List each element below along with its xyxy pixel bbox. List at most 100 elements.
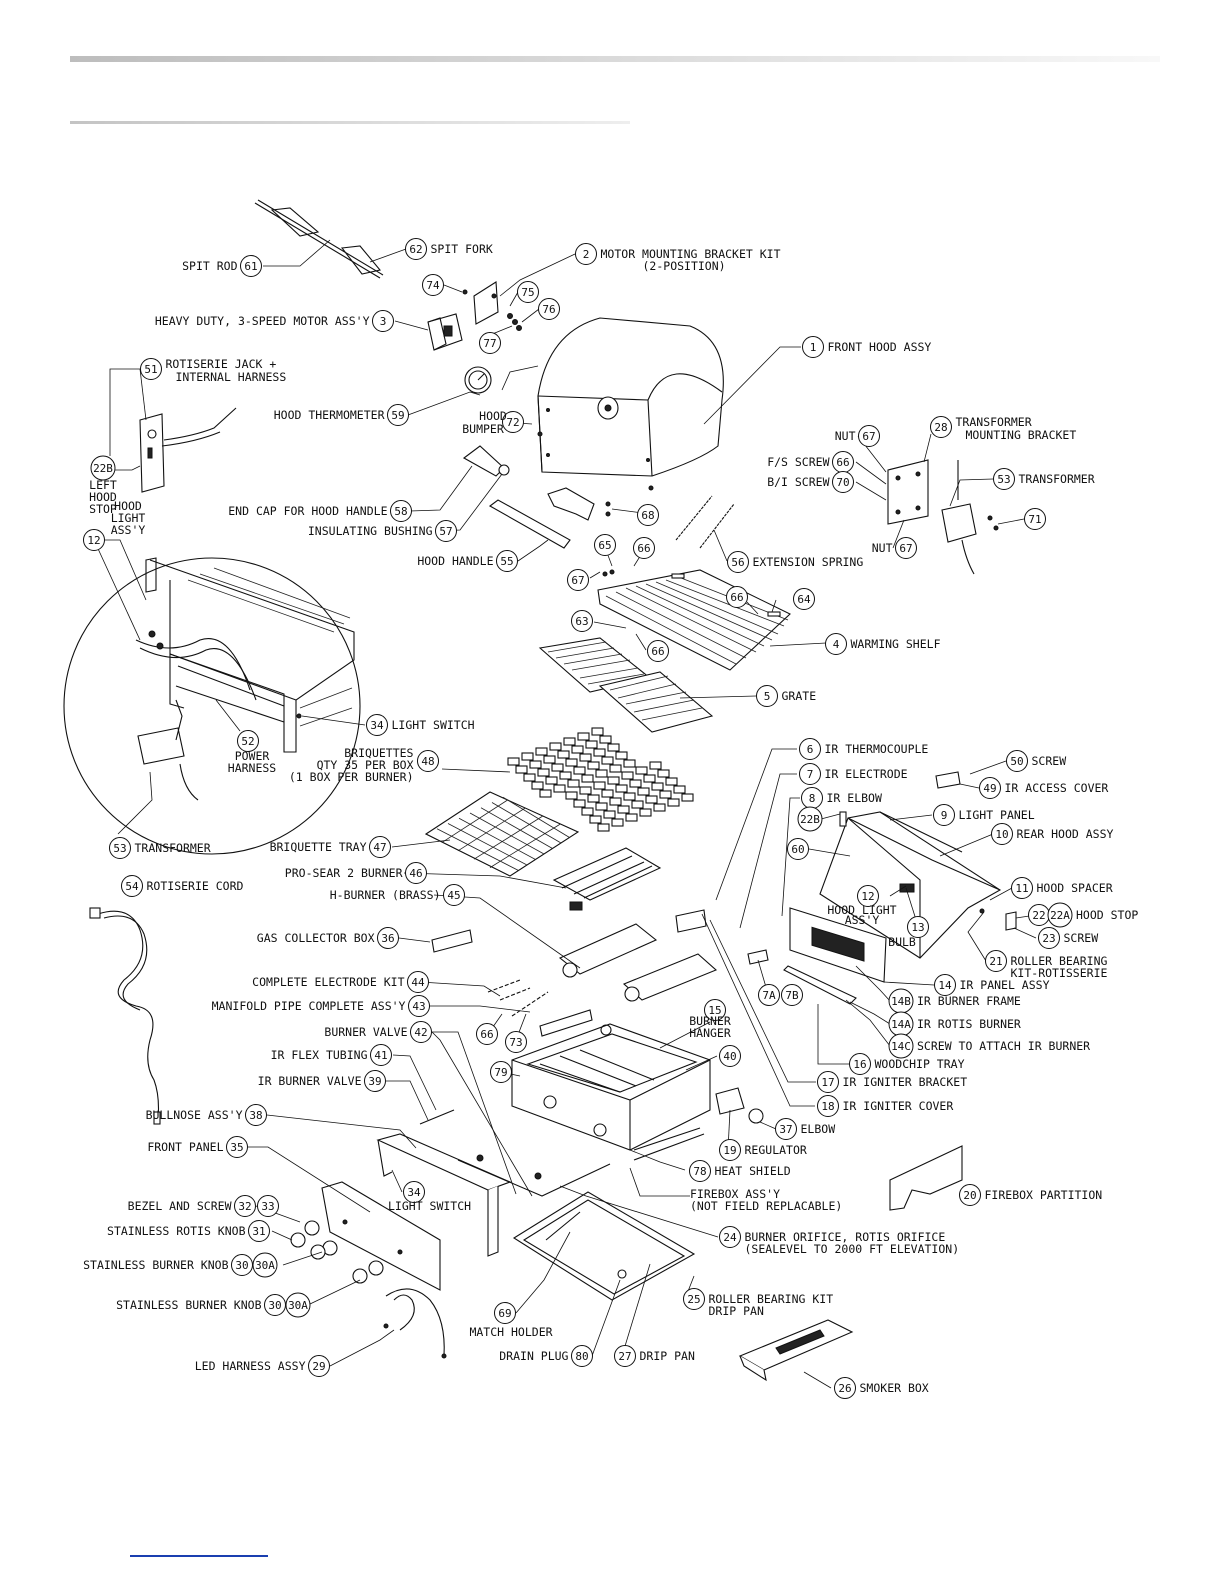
callout-bubble <box>726 586 748 608</box>
callout-c30aa: 30A <box>252 1252 278 1278</box>
callout-bubble <box>308 1355 330 1377</box>
callout-number: 62 <box>409 243 422 256</box>
callout-label: STAINLESS ROTIS KNOB <box>107 1224 246 1238</box>
callout-label: FRONT PANEL <box>147 1140 223 1154</box>
briquette <box>601 789 614 798</box>
callout-label: BEZEL AND SCREW <box>128 1199 232 1213</box>
callout-bubble <box>614 1345 636 1367</box>
callout-c30ab: 30A <box>285 1292 311 1318</box>
briquette <box>535 747 548 756</box>
callout-number: 27 <box>618 1350 631 1363</box>
drip-pan-drawing <box>512 1191 696 1301</box>
callout-bubble <box>109 837 131 859</box>
callout-bubble <box>930 416 952 438</box>
callout-label: IR THERMOCOUPLE <box>825 742 929 756</box>
callout-label: STAINLESS BURNER KNOB <box>116 1298 261 1312</box>
motor-bracket-drawing <box>462 281 522 331</box>
briquette <box>567 779 580 788</box>
callout-number: 50 <box>1010 755 1023 768</box>
callout-number: 22B <box>93 462 113 475</box>
gas-collector-box-drawing <box>431 929 473 953</box>
callout-number: 39 <box>368 1075 381 1088</box>
callout-bubble <box>408 995 430 1017</box>
callout-number: 63 <box>575 615 588 628</box>
callout-c66b: 66 <box>633 537 655 559</box>
leader-lines <box>93 239 1037 1389</box>
callout-label: INSULATING BUSHING <box>308 524 433 538</box>
callout-number: 37 <box>779 1123 792 1136</box>
callout-number: 66 <box>637 542 650 555</box>
callout-label: HOOD <box>479 409 507 423</box>
briquette <box>681 793 694 802</box>
callout-bubble <box>797 806 823 832</box>
callout-number: 78 <box>693 1165 706 1178</box>
regulator-drawing <box>715 1087 764 1124</box>
callout-number: 74 <box>426 279 440 292</box>
briquette <box>631 800 644 809</box>
callout-label: IR PANEL ASSY <box>960 978 1050 992</box>
briquette <box>643 774 656 783</box>
callout-number: 7B <box>785 989 799 1002</box>
callout-bubble <box>121 875 143 897</box>
callout-number: 49 <box>983 782 996 795</box>
callout-bubble <box>90 455 116 481</box>
callout-c40: 40 <box>719 1045 741 1067</box>
briquette <box>529 760 542 769</box>
callout-label: FIREBOX PARTITION <box>985 1188 1103 1202</box>
callout-label: LIGHT SWITCH <box>388 1199 471 1213</box>
callout-bubble <box>832 471 854 493</box>
briquette <box>563 737 576 746</box>
briquette <box>597 823 610 832</box>
briquette <box>607 743 620 752</box>
callout-label: PRO-SEAR 2 BURNER <box>285 866 403 880</box>
footer-link-underline[interactable] <box>130 1555 268 1557</box>
callout-number: 13 <box>911 921 924 934</box>
briquette <box>593 748 606 757</box>
callout-c64: 64 <box>793 588 815 610</box>
ir-panel-drawing <box>675 907 887 1005</box>
callout-number: 55 <box>500 555 513 568</box>
warming-shelf-drawing <box>597 569 791 671</box>
callout-bubble <box>505 1031 527 1053</box>
callout-bubble <box>802 336 824 358</box>
callout-label: REAR HOOD ASSY <box>1017 827 1114 841</box>
callout-c60: 60 <box>787 838 809 860</box>
callout-label: MANIFOLD PIPE COMPLETE ASS'Y <box>212 999 406 1013</box>
callout-label: DRAIN PLUG <box>499 1349 568 1363</box>
callout-number: 6 <box>807 743 814 756</box>
callout-label: MATCH HOLDER <box>469 1325 552 1339</box>
callout-bubble <box>727 551 749 573</box>
callout-number: 34 <box>407 1186 421 1199</box>
briquette <box>521 752 534 761</box>
callout-number: 51 <box>144 363 157 376</box>
callout-number: 30A <box>255 1259 275 1272</box>
hood-handle-drawing <box>462 445 611 549</box>
callout-bubble <box>369 836 391 858</box>
callout-label: ASS'Y <box>845 913 880 927</box>
callout-label: HEAT SHIELD <box>715 1164 791 1178</box>
callout-number: 73 <box>509 1036 522 1049</box>
transformer-drawing <box>887 459 999 575</box>
briquette <box>585 740 598 749</box>
callout-c66a: 66F/S SCREW <box>767 451 854 473</box>
callout-bubble <box>959 1184 981 1206</box>
callout-bubble <box>435 520 457 542</box>
